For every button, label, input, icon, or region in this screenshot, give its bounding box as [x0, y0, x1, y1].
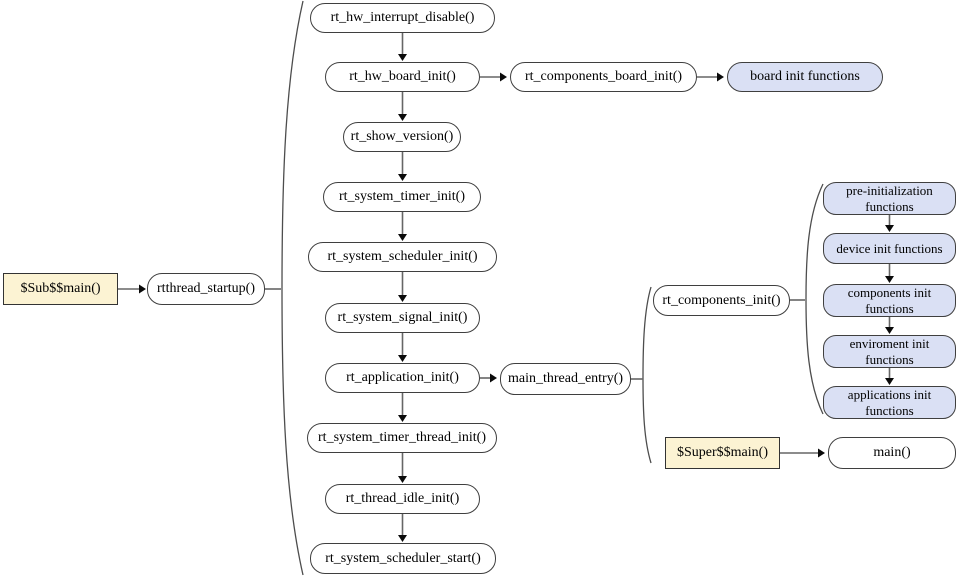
- node-main-thread-entry: main_thread_entry(): [500, 363, 631, 395]
- node-applications-init-functions: applications init functions: [823, 386, 956, 419]
- node-rt-system-scheduler-start: rt_system_scheduler_start(): [310, 543, 496, 574]
- node-rt-components-board-init: rt_components_board_init(): [510, 62, 697, 92]
- node-board-init-functions: board init functions: [727, 62, 883, 92]
- arrow-supermain-main: [780, 448, 825, 458]
- node-rt-application-init: rt_application_init(): [325, 363, 480, 393]
- node-device-init-functions: device init functions: [823, 233, 956, 264]
- node-rt-hw-interrupt-disable: rt_hw_interrupt_disable(): [310, 3, 495, 33]
- node-sub-main: $Sub$$main(): [3, 273, 118, 305]
- arrow-applicationinit-mainthread: [480, 373, 497, 383]
- brace-components-init: [805, 183, 824, 415]
- arrow-chain-3: [398, 152, 407, 181]
- arrow-chain-8: [398, 453, 407, 483]
- arrow-chain-2: [398, 92, 407, 121]
- node-rt-show-version: rt_show_version(): [343, 122, 461, 152]
- arrow-boardinit-componentsboard: [480, 72, 507, 82]
- node-rt-system-signal-init: rt_system_signal_init(): [325, 303, 480, 333]
- arrow-chain-7: [398, 393, 407, 422]
- node-rt-components-init: rt_components_init(): [653, 285, 790, 316]
- brace-startup: [281, 0, 304, 576]
- node-main: main(): [828, 437, 956, 469]
- arrow-chain-4: [398, 212, 407, 241]
- node-super-main: $Super$$main(): [665, 437, 780, 469]
- node-rt-thread-idle-init: rt_thread_idle_init(): [325, 484, 480, 514]
- arrow-chain-1: [398, 33, 407, 61]
- node-rt-system-scheduler-init: rt_system_scheduler_init(): [308, 242, 497, 272]
- arrow-init-chain-2: [885, 264, 894, 283]
- arrow-chain-6: [398, 333, 407, 362]
- arrow-init-chain-1: [885, 215, 894, 232]
- arrow-submain-startup: [118, 284, 146, 294]
- arrow-init-chain-4: [885, 368, 894, 385]
- node-pre-initialization-functions: pre-initialization functions: [823, 182, 956, 215]
- node-rtthread-startup: rtthread_startup(): [147, 273, 265, 305]
- node-rt-system-timer-init: rt_system_timer_init(): [323, 182, 481, 212]
- node-rt-system-timer-thread-init: rt_system_timer_thread_init(): [307, 423, 497, 453]
- arrow-componentsboard-boardfunctions: [697, 72, 724, 82]
- brace-main-thread: [642, 286, 652, 464]
- arrow-init-chain-3: [885, 317, 894, 334]
- node-components-init-functions: components init functions: [823, 284, 956, 317]
- arrow-chain-9: [398, 514, 407, 542]
- node-rt-hw-board-init: rt_hw_board_init(): [325, 62, 480, 92]
- node-enviroment-init-functions: enviroment init functions: [823, 335, 956, 368]
- arrow-chain-5: [398, 272, 407, 302]
